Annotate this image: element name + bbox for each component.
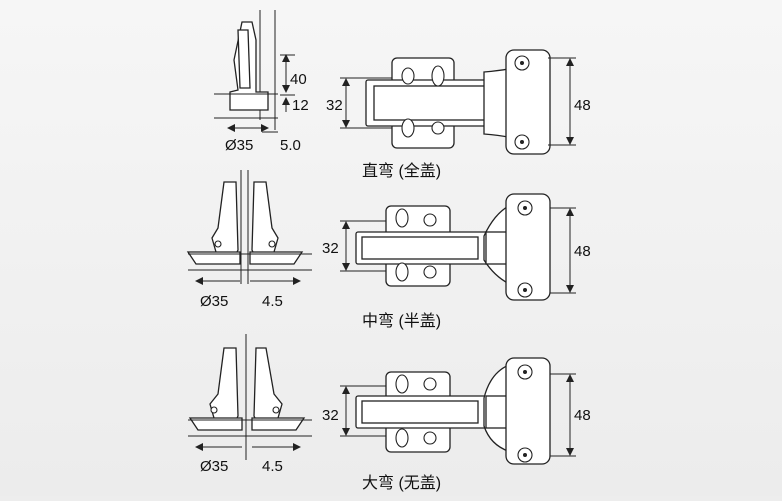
dim-offset-2: 4.5 <box>262 293 283 310</box>
dim-cup-1: Ø35 <box>225 137 253 154</box>
row-1-full-overlay: 40 12 Ø35 5.0 32 <box>214 10 591 180</box>
plan-view-2: 32 48 <box>322 193 591 301</box>
dim-40: 40 <box>290 71 307 88</box>
side-view-1: 40 12 Ø35 5.0 <box>214 10 309 154</box>
dim-width-3: 32 <box>322 407 339 424</box>
dim-offset-1: 5.0 <box>280 137 301 154</box>
dim-plate-3: 48 <box>574 407 591 424</box>
plan-view-1: 32 48 <box>326 49 591 155</box>
dim-plate-2: 48 <box>574 243 591 260</box>
dim-offset-3: 4.5 <box>262 458 283 475</box>
plan-view-3: 32 48 <box>322 357 591 465</box>
dim-width-2: 32 <box>322 240 339 257</box>
caption-row-2: 中弯 (半盖) <box>362 312 441 330</box>
row-3-inset: Ø35 4.5 32 48 大弯 (无盖) <box>188 334 591 492</box>
side-view-2: Ø35 4.5 <box>186 170 312 310</box>
dim-cup-2: Ø35 <box>200 293 228 310</box>
dim-12: 12 <box>292 97 309 114</box>
dim-plate-1: 48 <box>574 97 591 114</box>
dim-width-1: 32 <box>326 97 343 114</box>
caption-row-1: 直弯 (全盖) <box>362 162 441 180</box>
row-2-half-overlay: Ø35 4.5 32 48 中弯 (半盖) <box>186 170 591 330</box>
caption-row-3: 大弯 (无盖) <box>362 474 441 492</box>
dim-cup-3: Ø35 <box>200 458 228 475</box>
side-view-3: Ø35 4.5 <box>188 334 312 475</box>
